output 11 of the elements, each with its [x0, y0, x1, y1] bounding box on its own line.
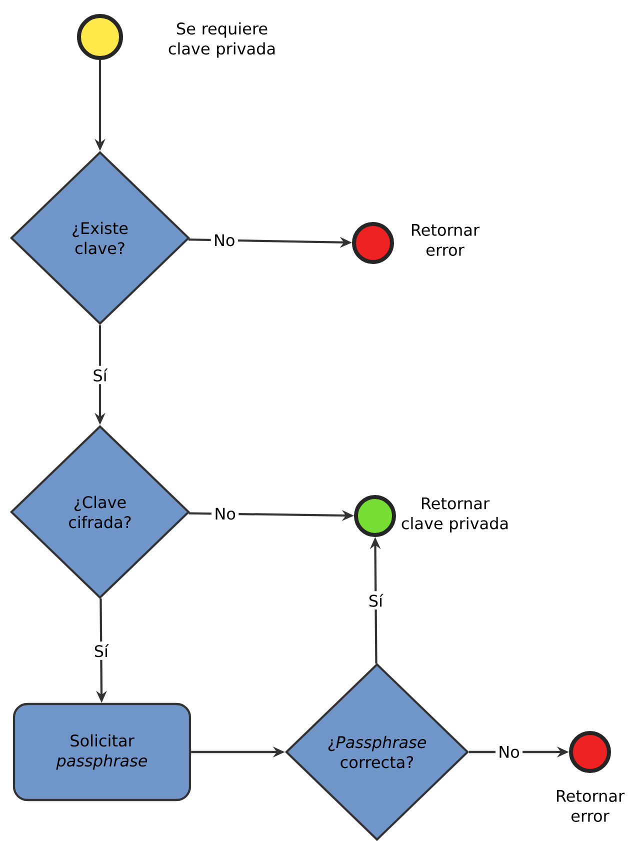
edge-label: Sí — [91, 641, 112, 660]
edge-label: Sí — [366, 591, 386, 610]
edge-label: No — [496, 743, 523, 761]
node-caption: Retornar error — [557, 790, 625, 822]
edge-label: Sí — [90, 366, 110, 384]
process-box: Solicitar passphrase — [12, 702, 192, 802]
edge-label: No — [210, 232, 238, 249]
node-caption: Retornar clave privada — [402, 498, 508, 532]
node-caption: Se requiere clave privada — [168, 22, 275, 58]
edge-label: No — [212, 505, 239, 522]
node-caption: Retornar error — [412, 224, 480, 256]
